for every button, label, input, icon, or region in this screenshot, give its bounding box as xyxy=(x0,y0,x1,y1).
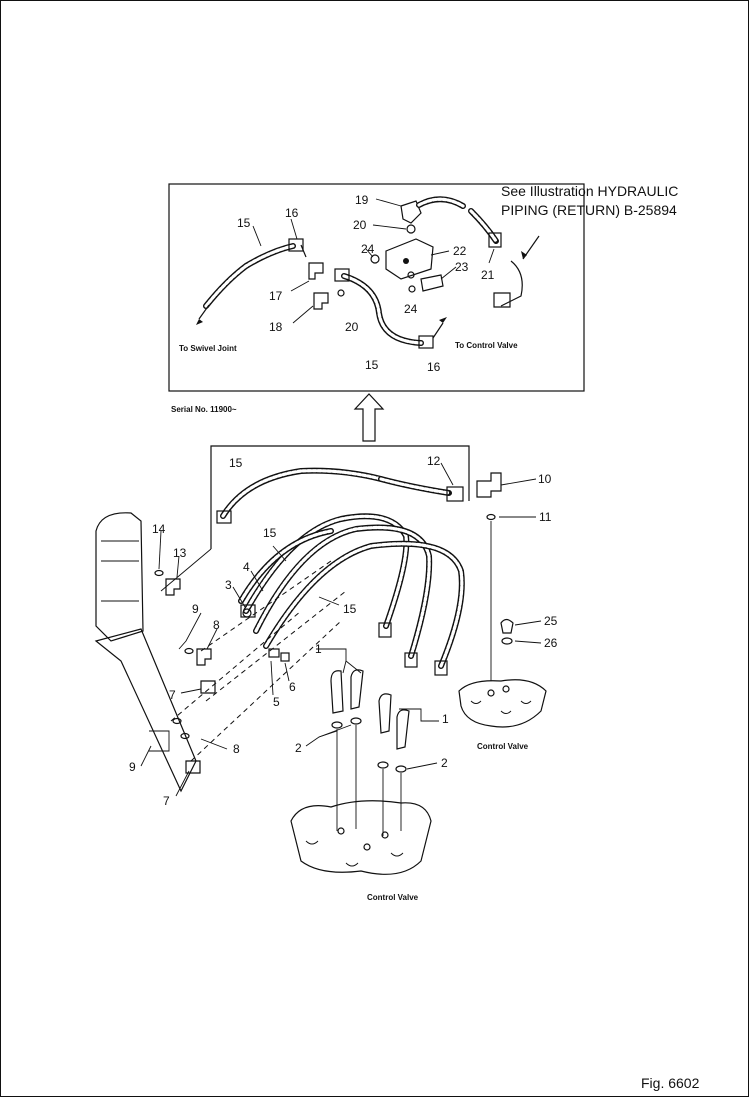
elbow-10 xyxy=(476,472,502,498)
arrow-to-swivel xyxy=(196,319,203,325)
fitting-12 xyxy=(446,486,464,502)
label-15-lower-top: 15 xyxy=(229,456,243,470)
fitting-near-20 xyxy=(334,268,350,282)
o-ring-14 xyxy=(154,569,164,577)
label-23: 23 xyxy=(455,260,469,274)
pipe-bracket xyxy=(94,628,197,793)
label-13: 13 xyxy=(173,546,187,560)
label-24-right: 24 xyxy=(404,302,418,316)
label-2-left: 2 xyxy=(295,741,302,755)
label-26: 26 xyxy=(544,636,558,650)
label-24-left: 24 xyxy=(361,242,375,256)
bolt-23 xyxy=(420,274,444,292)
caption-control-valve-bottom: Control Valve xyxy=(367,893,419,902)
label-20-lower: 20 xyxy=(345,320,359,334)
elbow-1-b xyxy=(350,669,364,710)
elbow-7-lower xyxy=(185,760,201,774)
figure-number: Fig. 6602 xyxy=(641,1075,700,1091)
label-14: 14 xyxy=(152,522,166,536)
o-ring-20-lower xyxy=(337,289,345,297)
block-22 xyxy=(385,238,434,280)
label-12: 12 xyxy=(427,454,441,468)
label-18: 18 xyxy=(269,320,283,334)
label-1-lower: 1 xyxy=(442,712,449,726)
o-ring-20-upper xyxy=(406,224,416,234)
label-2-right: 2 xyxy=(441,756,448,770)
label-20-upper: 20 xyxy=(353,218,367,232)
label-9-lower: 9 xyxy=(129,760,136,774)
control-valve-bottom xyxy=(290,800,432,875)
hose-lower-2 xyxy=(253,524,433,659)
label-15-lower-right: 15 xyxy=(343,602,357,616)
label-16-top-right: 16 xyxy=(427,360,441,374)
label-11: 11 xyxy=(539,510,552,524)
detail-frame xyxy=(168,183,585,392)
caption-to-swivel: To Swivel Joint xyxy=(179,344,237,353)
elbow-13 xyxy=(165,578,181,596)
label-19: 19 xyxy=(355,193,369,207)
caption-control-valve-right: Control Valve xyxy=(477,742,529,751)
label-6: 6 xyxy=(289,680,296,694)
elbow-8-upper xyxy=(196,648,212,666)
o-ring-11 xyxy=(486,513,496,521)
fitting-5 xyxy=(268,648,280,658)
arrow-to-control xyxy=(439,317,447,323)
reference-note-line2: PIPING (RETURN) B-25894 xyxy=(501,202,677,218)
lower-bracket-frame xyxy=(210,445,470,549)
label-15-top-left: 15 xyxy=(237,216,251,230)
hose-15-lower-top xyxy=(220,467,384,519)
label-25: 25 xyxy=(544,614,558,628)
label-10: 10 xyxy=(538,472,552,486)
elbow-17 xyxy=(308,262,324,280)
reference-note: See Illustration HYDRAULIC PIPING (RETUR… xyxy=(501,182,741,220)
fitting-6 xyxy=(280,652,290,662)
label-22: 22 xyxy=(453,244,467,258)
label-15-lower-mid: 15 xyxy=(263,526,277,540)
control-valve-right xyxy=(458,679,547,728)
pipe-return xyxy=(500,260,523,307)
label-3: 3 xyxy=(225,578,232,592)
fitting-16-left xyxy=(288,238,304,252)
swing-motor xyxy=(95,512,144,642)
label-16-top-left: 16 xyxy=(285,206,299,220)
elbow-19 xyxy=(400,200,422,224)
label-8-lower: 8 xyxy=(233,742,240,756)
o-ring-8-lower xyxy=(180,732,190,740)
elbow-3 xyxy=(242,608,252,618)
washer-24 xyxy=(408,285,416,293)
elbow-1-a xyxy=(330,670,344,714)
serial-number: Serial No. 11900~ xyxy=(171,405,237,414)
elbow-7-upper xyxy=(200,680,216,694)
reference-note-line1: See Illustration HYDRAULIC xyxy=(501,183,679,199)
label-1-upper: 1 xyxy=(315,642,322,656)
return-fitting xyxy=(493,292,511,308)
label-4: 4 xyxy=(243,560,250,574)
label-7-upper: 7 xyxy=(169,688,176,702)
up-arrow xyxy=(353,393,385,442)
elbow-1-d xyxy=(396,709,410,750)
label-17: 17 xyxy=(269,289,283,303)
elbow-18 xyxy=(313,292,329,310)
caption-to-control-top: To Control Valve xyxy=(455,341,518,350)
o-ring-26 xyxy=(501,637,513,645)
plug-25 xyxy=(500,618,514,634)
label-5: 5 xyxy=(273,695,280,709)
label-7-lower: 7 xyxy=(163,794,170,808)
o-ring-24-left xyxy=(370,254,380,264)
fitting-16-right xyxy=(418,335,434,349)
label-8-upper: 8 xyxy=(213,618,220,632)
hose-15-lower xyxy=(238,528,334,604)
label-9-upper: 9 xyxy=(192,602,199,616)
label-15-top-right: 15 xyxy=(365,358,379,372)
label-21: 21 xyxy=(481,268,495,282)
elbow-1-c xyxy=(378,693,392,734)
